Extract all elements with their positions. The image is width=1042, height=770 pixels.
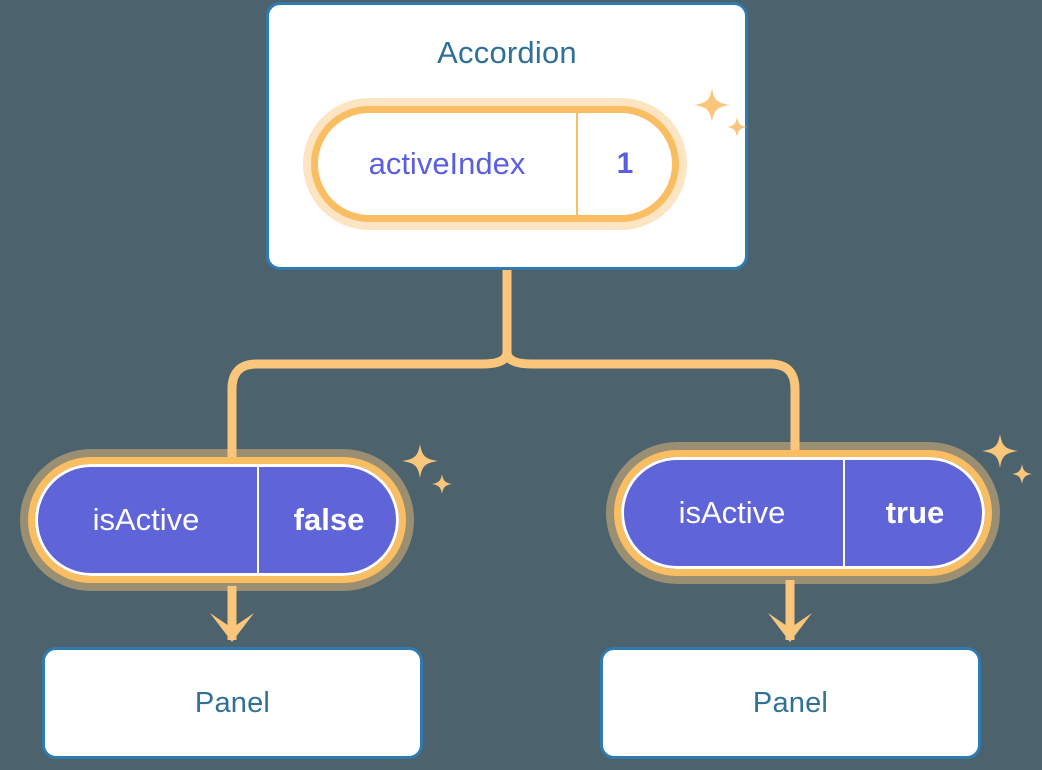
component-box-panel-left[interactable]: Panel (42, 647, 423, 759)
component-box-panel-right[interactable]: Panel (600, 647, 981, 759)
state-pill-key: isActive (92, 502, 200, 537)
state-pill-value: false (293, 502, 365, 537)
state-pill-divider (576, 113, 578, 215)
state-pill-isactive-false[interactable]: isActive false (28, 457, 406, 583)
state-pill-activeindex[interactable]: activeIndex 1 (311, 106, 679, 222)
state-pill-key: activeIndex (368, 146, 526, 181)
component-title: Panel (194, 686, 271, 719)
state-pill-value: true (885, 495, 945, 530)
component-title: Accordion (437, 35, 577, 70)
arrow-down-icon (768, 580, 812, 642)
sparkle-large-icon (402, 444, 452, 494)
state-pill-body[interactable]: isActive true (614, 450, 992, 576)
state-pill-divider (257, 464, 259, 576)
state-pill-key: isActive (678, 495, 786, 530)
branch-connector (227, 270, 800, 457)
state-pill-body[interactable]: activeIndex 1 (311, 106, 679, 222)
state-pill-body[interactable]: isActive false (28, 457, 406, 583)
state-pill-divider (843, 457, 845, 569)
state-pill-isactive-true[interactable]: isActive true (614, 450, 992, 576)
component-title: Panel (752, 686, 829, 719)
state-pill-value: 1 (616, 147, 634, 180)
arrow-down-icon (210, 586, 254, 642)
